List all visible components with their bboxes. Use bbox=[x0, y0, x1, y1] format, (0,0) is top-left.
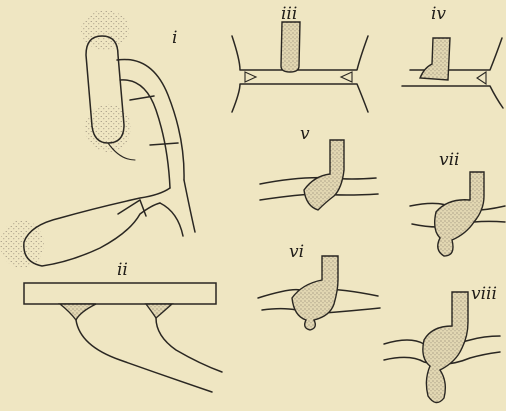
panel-label-vii: vii bbox=[439, 152, 459, 169]
panel-ii-hypha-upper bbox=[156, 318, 222, 372]
panel-v-drawing bbox=[260, 140, 378, 210]
panel-label-vi: vi bbox=[289, 244, 304, 261]
panel-ii-left-junction bbox=[60, 304, 96, 320]
panel-label-i: i bbox=[172, 30, 177, 47]
panel-label-iv: iv bbox=[431, 6, 446, 23]
panel-vii-drawing bbox=[410, 172, 505, 256]
panel-viii-tube bbox=[423, 292, 468, 403]
panel-ii-bar bbox=[24, 283, 216, 304]
panel-vi-drawing bbox=[258, 256, 380, 330]
panel-i-lower-arm bbox=[24, 188, 170, 266]
panel-iv-drawing bbox=[402, 38, 503, 108]
panel-ii-drawing bbox=[24, 283, 222, 392]
panel-label-v: v bbox=[300, 126, 310, 143]
panel-i-drawing bbox=[0, 10, 195, 268]
panel-iii-drawing bbox=[232, 22, 368, 112]
panel-label-ii: ii bbox=[117, 262, 128, 279]
panel-label-viii: viii bbox=[471, 286, 497, 303]
panel-iii-tube bbox=[281, 22, 300, 72]
panel-viii-drawing bbox=[384, 292, 500, 403]
panel-ii-hypha-lower bbox=[76, 320, 212, 392]
panel-iv-tube bbox=[420, 38, 450, 80]
panel-v-tube bbox=[304, 140, 344, 210]
panel-i-right-branch-outer bbox=[184, 180, 195, 232]
panel-vi-tube bbox=[292, 256, 338, 330]
panel-label-iii: iii bbox=[281, 6, 297, 23]
panel-ii-right-junction bbox=[146, 304, 172, 318]
panel-vii-tube bbox=[435, 172, 484, 256]
panel-i-right-branch-inner bbox=[160, 203, 183, 236]
